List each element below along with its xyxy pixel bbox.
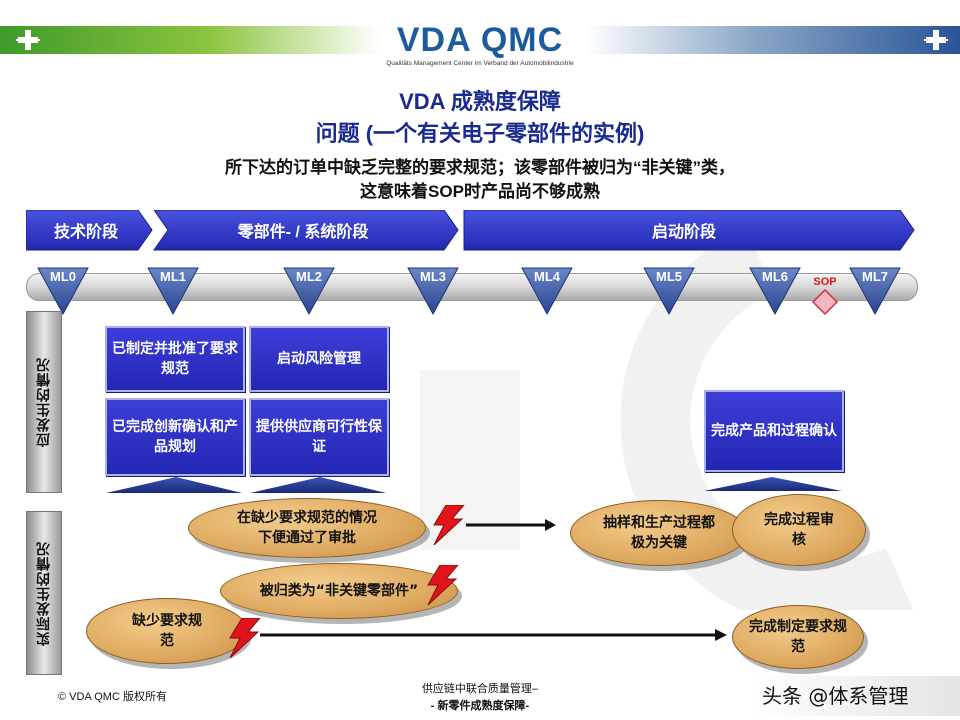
lightning-icon bbox=[433, 505, 465, 545]
cloud-process-critical-text: 抽样和生产过程都极为关键 bbox=[603, 515, 715, 551]
cloud-missing-spec-text: 缺少要求规范 bbox=[132, 613, 202, 649]
cloud-non-critical: 被归类为“非关键零部件” bbox=[220, 563, 458, 619]
phase-arrows bbox=[26, 210, 915, 251]
watermark-bg bbox=[750, 676, 960, 716]
box-supplier-feasibility: 提供供应商可行性保证 bbox=[249, 398, 389, 476]
side-label-actual: 实际发生的情况 bbox=[26, 511, 62, 675]
milestone-ml6: ML6 bbox=[762, 269, 788, 284]
box-innovation-confirmation: 已完成创新确认和产品规划 bbox=[105, 398, 245, 476]
title-main: VDA 成熟度保障 bbox=[399, 89, 561, 114]
cloud-missing-spec: 缺少要求规范 bbox=[86, 598, 248, 664]
cloud-process-audit: 完成过程审核 bbox=[732, 494, 866, 566]
cloud-spec-completed: 完成制定要求规范 bbox=[732, 605, 864, 669]
phase-component-system: 零部件- / 系统阶段 bbox=[237, 224, 369, 241]
box-product-process-validation: 完成产品和过程确认 bbox=[704, 390, 844, 472]
milestone-ml7: ML7 bbox=[862, 269, 888, 284]
logo-sub-text: Qualitäts Management Center im Verband d… bbox=[386, 60, 574, 67]
box-requirements-approved: 已制定并批准了要求规范 bbox=[105, 326, 245, 392]
phase-technology: 技术阶段 bbox=[53, 224, 118, 241]
logo-main-text: VDA QMC bbox=[396, 21, 564, 59]
lightning-icon bbox=[427, 565, 459, 605]
sop-label: SOP bbox=[813, 276, 837, 288]
cloud-spec-completed-text: 完成制定要求规范 bbox=[749, 619, 847, 655]
title-sub: 问题 (一个有关电子零部件的实例) bbox=[315, 121, 645, 146]
header-band-left bbox=[0, 26, 380, 54]
cloud-process-critical: 抽样和生产过程都极为关键 bbox=[570, 500, 748, 566]
footer-copyright: © VDA QMC 版权所有 bbox=[58, 691, 167, 703]
footer-center-line2: - 新零件成熟度保障- bbox=[430, 700, 530, 712]
milestone-ml2: ML2 bbox=[296, 269, 322, 284]
problem-statement-line1: 所下达的订单中缺乏完整的要求规范；该零部件被归为“非关键”类， bbox=[225, 158, 735, 177]
box-base-ramps bbox=[106, 477, 842, 493]
milestone-ml4: ML4 bbox=[534, 269, 560, 284]
cloud-process-audit-text: 完成过程审核 bbox=[764, 512, 834, 548]
cloud-non-critical-text: 被归类为“非关键零部件” bbox=[259, 583, 419, 599]
footer-center-line1: 供应链中联合质量管理– bbox=[421, 683, 539, 695]
milestone-ml3: ML3 bbox=[420, 269, 446, 284]
cross-icon-right bbox=[924, 30, 948, 50]
milestone-markers bbox=[37, 267, 901, 316]
vda-qmc-logo: VDA QMC Qualitäts Management Center im V… bbox=[365, 20, 595, 78]
milestone-ml0: ML0 bbox=[50, 269, 76, 284]
footer-watermark: 头条 @体系管理 bbox=[762, 684, 909, 708]
qmc-watermark-graphic bbox=[420, 250, 914, 610]
phase-launch: 启动阶段 bbox=[651, 224, 716, 241]
cloud-approved-without-spec: 在缺少要求规范的情况下便通过了审批 bbox=[188, 498, 426, 558]
header-band-right bbox=[585, 26, 960, 54]
lightning-icon bbox=[229, 618, 261, 658]
side-label-should: 应发生的情况 bbox=[26, 311, 62, 493]
problem-statement-line2: 这意味着SOP时产品尚不够成熟 bbox=[360, 182, 600, 201]
milestone-ml5: ML5 bbox=[656, 269, 682, 284]
cloud-approved-without-spec-text: 在缺少要求规范的情况下便通过了审批 bbox=[237, 510, 377, 546]
box-risk-management: 启动风险管理 bbox=[249, 326, 389, 392]
milestone-ml1: ML1 bbox=[160, 269, 186, 284]
cross-icon-left bbox=[16, 30, 40, 50]
